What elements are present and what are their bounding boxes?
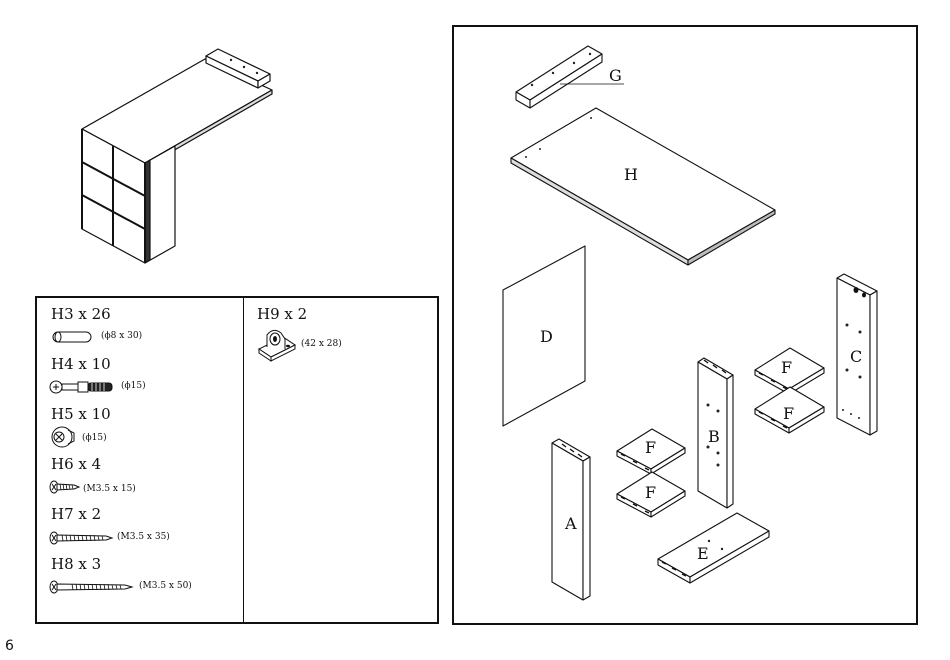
hardware-list-panel	[35, 296, 439, 624]
hardware-size-h4: (ϕ15)	[121, 381, 146, 391]
assembled-desk-illustration	[81, 48, 273, 264]
hardware-label-h8: H8 x 3	[51, 555, 102, 573]
part-label-c: C	[850, 347, 862, 366]
hardware-size-h5: (ϕ15)	[82, 433, 107, 443]
part-g-rail	[515, 45, 603, 109]
part-label-h: H	[624, 165, 638, 184]
parts-panel	[452, 25, 918, 625]
hardware-size-h9: (42 x 28)	[301, 339, 342, 349]
hardware-label-h7: H7 x 2	[51, 505, 102, 523]
hardware-label-h6: H6 x 4	[51, 455, 102, 473]
dowel-icon	[52, 331, 92, 343]
hardware-label-h3: H3 x 26	[51, 305, 111, 323]
part-label-f1: F	[645, 438, 656, 457]
hardware-label-h4: H4 x 10	[51, 355, 111, 373]
part-f-shelf-1	[616, 428, 686, 475]
part-label-f2: F	[645, 483, 656, 502]
cam-lock-icon	[51, 426, 75, 448]
short-screw-icon	[49, 480, 81, 494]
part-label-d: D	[540, 327, 553, 346]
hardware-size-h8: (M3.5 x 50)	[139, 581, 192, 591]
cam-bolt-icon	[49, 380, 113, 394]
hardware-panel-divider	[243, 298, 244, 623]
part-label-f3: F	[781, 358, 792, 377]
part-d-panel	[502, 245, 586, 427]
bracket-icon	[258, 329, 296, 362]
part-label-g: G	[609, 66, 622, 85]
hardware-label-h9: H9 x 2	[257, 305, 308, 323]
part-c-panel	[836, 273, 878, 436]
part-b-panel	[697, 357, 734, 509]
part-label-f4: F	[783, 404, 794, 423]
part-h-desktop	[510, 107, 776, 266]
hardware-size-h7: (M3.5 x 35)	[117, 532, 170, 542]
part-label-e: E	[697, 544, 709, 563]
part-label-b: B	[708, 427, 720, 446]
hardware-label-h5: H5 x 10	[51, 405, 111, 423]
long-screw-icon	[49, 580, 134, 594]
part-f-shelf-3	[754, 347, 825, 395]
hardware-size-h3: (ϕ8 x 30)	[101, 331, 143, 341]
part-f-shelf-4	[754, 386, 825, 434]
medium-screw-icon	[49, 531, 114, 545]
part-e-panel	[657, 512, 770, 584]
part-label-a: A	[564, 514, 577, 533]
page-number: 6	[5, 638, 14, 654]
hardware-size-h6: (M3.5 x 15)	[83, 484, 136, 494]
part-a-panel	[551, 438, 591, 601]
part-f-shelf-2	[616, 471, 686, 518]
